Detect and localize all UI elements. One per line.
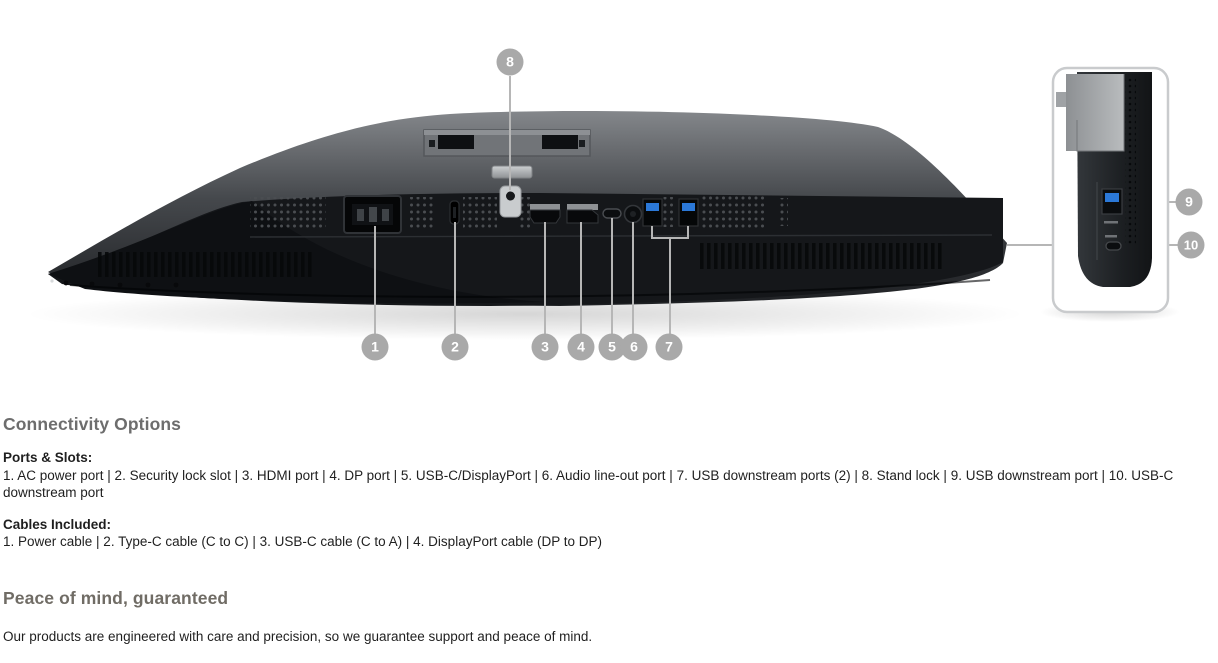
callout-10: 10 (1177, 231, 1205, 259)
vent-holes (250, 196, 788, 231)
leader-lines (374, 76, 1178, 334)
side-vent-dots (1125, 78, 1136, 246)
monitor-illustration (25, 66, 1180, 340)
usb-downstream-ports-icon (642, 198, 699, 227)
connectivity-options-title: Connectivity Options (3, 414, 181, 434)
callout-4: 4 (567, 333, 595, 361)
side-usb-c-downstream-port-icon (1105, 235, 1122, 251)
side-stand-column (1066, 74, 1124, 151)
dp-port-icon (566, 204, 599, 224)
usb-c-displayport-icon (602, 208, 622, 219)
callout-2: 2 (441, 333, 469, 361)
security-lock-slot-icon (449, 200, 460, 225)
bottom-edge-line (69, 279, 991, 298)
side-detail-inset (1051, 66, 1170, 314)
vesa-mount (423, 129, 591, 157)
cables-included-heading: Cables Included: (3, 516, 112, 532)
callout-8: 8 (496, 48, 524, 76)
connectivity-copy: Connectivity Options Ports & Slots: 1. A… (0, 413, 1218, 645)
callout-3: 3 (531, 333, 559, 361)
ac-power-port-icon (343, 195, 402, 234)
callout-9: 9 (1175, 188, 1203, 216)
audio-line-out-icon (623, 204, 643, 224)
stand-latch (491, 165, 533, 179)
ports-slots-list: 1. AC power port | 2. Security lock slot… (3, 467, 1174, 501)
stand-lock-icon (499, 185, 522, 218)
bezel-edge-line (249, 234, 993, 238)
callout-6: 6 (620, 333, 648, 361)
side-usb-downstream-port-icon (1101, 188, 1123, 224)
callout-1: 1 (361, 333, 389, 361)
cables-included-list: 1. Power cable | 2. Type-C cable (C to C… (3, 534, 602, 549)
peace-of-mind-title: Peace of mind, guaranteed (3, 587, 229, 608)
ports-slots-heading: Ports & Slots: (3, 450, 93, 465)
peace-of-mind-body: Our products are engineered with care an… (3, 628, 593, 644)
callout-7: 7 (655, 333, 683, 361)
monitor-ports-image: 1 2 3 4 5 6 7 8 9 10 (25, 48, 1205, 361)
hdmi-port-icon (529, 204, 561, 224)
osd-buttons (50, 279, 179, 288)
slat-vents (96, 243, 945, 277)
